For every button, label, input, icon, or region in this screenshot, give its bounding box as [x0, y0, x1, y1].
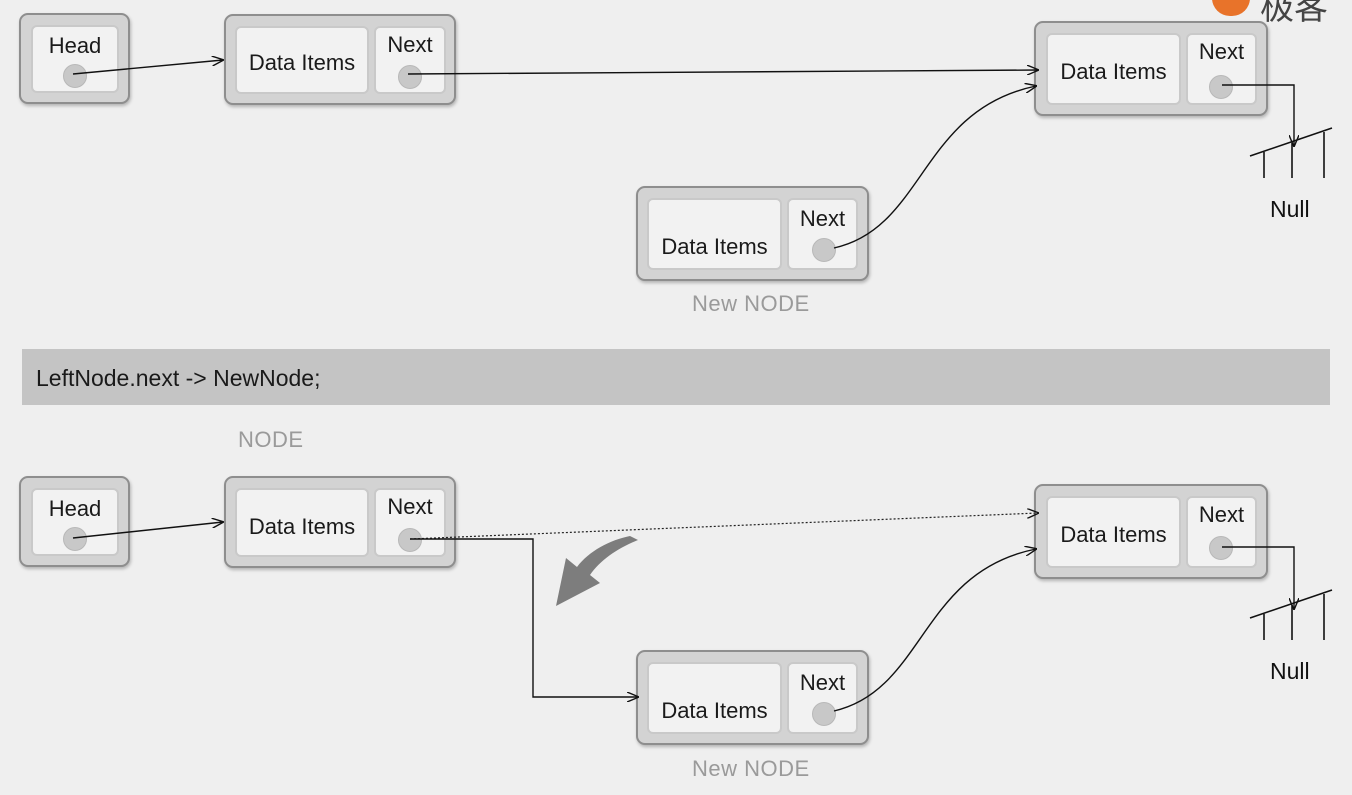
left-node-next-cell: Next — [374, 26, 446, 94]
left-node-next-label: Next — [387, 32, 433, 57]
new-node-data-cell: Data Items — [647, 662, 782, 734]
head-label: Head — [48, 33, 102, 58]
new-node-next-label: Next — [799, 206, 846, 231]
left-node-next-dot — [398, 65, 422, 89]
null-label-bottom: Null — [1270, 658, 1310, 684]
new-node-next-dot — [812, 702, 836, 726]
logo-text: 极客 — [1260, 0, 1328, 27]
null-ground-icon — [1249, 589, 1333, 640]
right-node-bottom: Data Items Next — [1034, 484, 1268, 579]
right-node-next-dot — [1209, 75, 1233, 99]
null-label-top: Null — [1270, 196, 1310, 222]
arrow-head-to-left-top — [72, 60, 223, 75]
right-node-data-cell: Data Items — [1046, 496, 1181, 568]
curved-hint-arrow-icon — [556, 536, 638, 606]
head-pointer-dot — [63, 527, 87, 551]
new-node-data-cell: Data Items — [647, 198, 782, 270]
head-label: Head — [48, 496, 102, 521]
head-node-top: Head — [19, 13, 130, 104]
right-node-next-label: Next — [1198, 39, 1245, 64]
new-node-caption-bottom: New NODE — [692, 756, 810, 781]
new-node-top: Data Items Next — [636, 186, 869, 281]
head-node-bottom: Head — [19, 476, 130, 567]
code-statement: LeftNode.next -> NewNode; — [36, 365, 321, 391]
left-node-data-cell: Data Items — [235, 488, 369, 557]
arrow-new-to-right-top — [833, 86, 1036, 249]
left-node-next-cell: Next — [374, 488, 446, 557]
right-node-next-dot — [1209, 536, 1233, 560]
left-node-top: Data Items Next — [224, 14, 456, 105]
logo-icon — [1212, 0, 1250, 16]
arrow-right-to-null-top — [1222, 84, 1294, 146]
new-node-next-label: Next — [799, 670, 846, 695]
left-node-bottom: Data Items Next — [224, 476, 456, 568]
site-logo: 极客 — [1208, 0, 1352, 27]
right-node-top: Data Items Next — [1034, 21, 1268, 116]
head-pointer-dot — [63, 64, 87, 88]
arrow-left-to-right-bottom-old — [409, 513, 1038, 540]
arrow-right-to-null-bottom — [1222, 546, 1294, 609]
new-node-bottom: Data Items Next — [636, 650, 869, 745]
new-node-next-dot — [812, 238, 836, 262]
arrow-left-to-new-bottom — [410, 538, 638, 697]
new-node-caption-top: New NODE — [692, 291, 810, 316]
arrow-new-to-right-bottom — [833, 549, 1036, 712]
left-node-next-dot — [398, 528, 422, 552]
arrow-head-to-left-bottom — [72, 522, 223, 539]
arrow-left-to-right-top — [407, 70, 1038, 74]
null-ground-icon — [1249, 127, 1333, 178]
right-node-data-label: Data Items — [1060, 59, 1167, 84]
left-node-data-label: Data Items — [248, 50, 356, 75]
new-node-data-label: Data Items — [661, 698, 768, 723]
left-node-data-cell: Data Items — [235, 26, 369, 94]
node-caption: NODE — [238, 427, 304, 452]
left-node-next-label: Next — [387, 494, 433, 519]
new-node-data-label: Data Items — [661, 234, 768, 259]
right-node-data-label: Data Items — [1060, 522, 1167, 547]
right-node-next-label: Next — [1198, 502, 1245, 527]
left-node-data-label: Data Items — [248, 514, 356, 539]
code-bar: LeftNode.next -> NewNode; — [22, 349, 1330, 405]
head-cell: Head — [31, 25, 119, 93]
right-node-data-cell: Data Items — [1046, 33, 1181, 105]
